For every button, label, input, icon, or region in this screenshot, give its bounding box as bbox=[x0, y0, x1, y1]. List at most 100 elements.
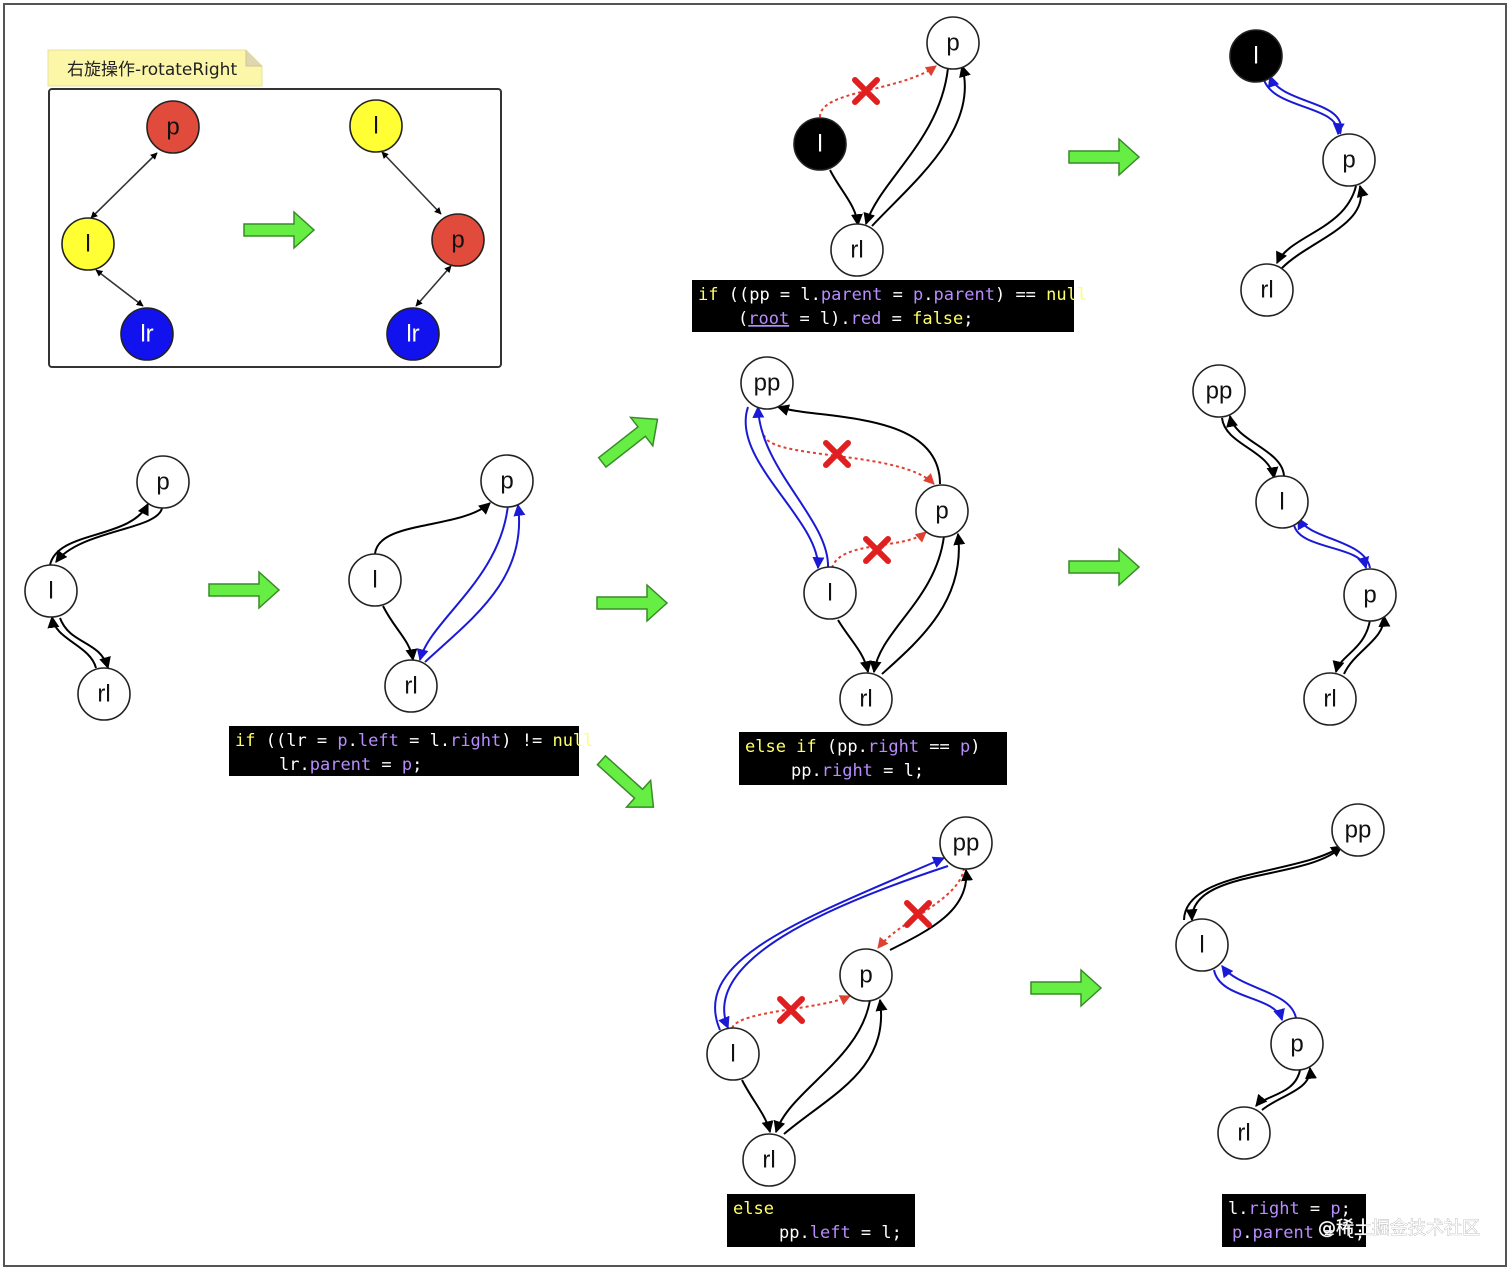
code-token: . bbox=[858, 737, 868, 757]
code-token: == bbox=[919, 737, 960, 757]
node-circle bbox=[1343, 568, 1397, 622]
code-token: right bbox=[822, 761, 873, 781]
node-circle bbox=[1192, 364, 1246, 418]
code-token: = bbox=[851, 1223, 882, 1243]
code-token: = bbox=[882, 285, 913, 305]
code-token: ) bbox=[593, 731, 603, 751]
flow-arrow-down-right-icon bbox=[596, 754, 655, 808]
code-token: p bbox=[1232, 1223, 1242, 1243]
node-circle bbox=[706, 1027, 760, 1081]
code-token: = bbox=[371, 755, 402, 775]
node-label: rl bbox=[1323, 686, 1336, 713]
code-token: . bbox=[299, 755, 309, 775]
node-label: p bbox=[451, 227, 464, 254]
node-m1-rl: rl bbox=[839, 672, 893, 726]
node-label: rl bbox=[859, 686, 872, 713]
node-circle bbox=[1240, 263, 1294, 317]
legend-note-label: 右旋操作-rotateRight bbox=[67, 60, 237, 80]
code-token: lr bbox=[279, 755, 299, 775]
node-circle bbox=[77, 667, 131, 721]
code-line-2: pp.left = l; bbox=[779, 1223, 902, 1243]
flow-arrow-right-icon bbox=[243, 210, 316, 250]
code-token: root bbox=[748, 309, 789, 329]
code-token: p bbox=[337, 731, 347, 751]
node-circle bbox=[1303, 672, 1357, 726]
node-m1-pp: pp bbox=[740, 356, 794, 410]
code-token: . bbox=[799, 1223, 809, 1243]
code-token: null bbox=[552, 731, 593, 751]
node-b2-rl: rl bbox=[1217, 1106, 1271, 1160]
code-token: left bbox=[810, 1223, 851, 1243]
code-token: . bbox=[1242, 1223, 1252, 1243]
node-label: l bbox=[372, 567, 377, 594]
node-label: p bbox=[946, 30, 959, 57]
code-box-background bbox=[692, 280, 1074, 332]
node-t2-p: p bbox=[1322, 133, 1376, 187]
edges-step2 bbox=[374, 502, 526, 663]
code-token: . bbox=[440, 731, 450, 751]
code-box-c1: if ((lr = p.left = l.right) != null)lr.p… bbox=[229, 726, 604, 776]
node-circle bbox=[136, 455, 190, 509]
code-token: ( bbox=[817, 737, 837, 757]
node-label: l bbox=[373, 113, 378, 140]
node-legend2-p: p bbox=[431, 213, 485, 267]
node-circle bbox=[1217, 1106, 1271, 1160]
code-line-2: p.parent = l; bbox=[1232, 1223, 1365, 1243]
node-circle bbox=[431, 213, 485, 267]
node-label: rl bbox=[1260, 277, 1273, 304]
code-token: red bbox=[851, 309, 882, 329]
node-t2-l: l bbox=[1229, 29, 1283, 83]
node-label: rl bbox=[850, 237, 863, 264]
code-token: if bbox=[235, 731, 255, 751]
node-circle bbox=[1331, 803, 1385, 857]
node-label: p bbox=[1342, 147, 1355, 174]
node-label: l bbox=[730, 1041, 735, 1068]
node-s1-rl: rl bbox=[77, 667, 131, 721]
node-b1-pp: pp bbox=[939, 816, 993, 870]
code-line-1: if ((lr = p.left = l.right) != null) bbox=[235, 731, 604, 751]
node-label: l bbox=[817, 131, 822, 158]
node-label: rl bbox=[762, 1147, 775, 1174]
code-token: = bbox=[789, 309, 820, 329]
node-m2-rl: rl bbox=[1303, 672, 1357, 726]
code-token: pp bbox=[749, 285, 769, 305]
node-circle bbox=[793, 117, 847, 171]
code-token: . bbox=[1238, 1199, 1248, 1219]
node-b1-p: p bbox=[839, 948, 893, 1002]
code-token: l bbox=[881, 1223, 891, 1243]
node-label: rl bbox=[1237, 1120, 1250, 1147]
code-token: ; bbox=[892, 1223, 902, 1243]
node-circle bbox=[146, 100, 200, 154]
node-label: l bbox=[48, 578, 53, 605]
code-token: parent bbox=[934, 285, 995, 305]
legend-note: 右旋操作-rotateRight bbox=[47, 49, 263, 87]
code-token: = bbox=[307, 731, 338, 751]
flow-arrow-right-icon bbox=[596, 583, 669, 623]
node-label: l bbox=[1279, 489, 1284, 516]
code-box-c3: else if (pp.right == p)pp.right = l; bbox=[739, 732, 1007, 785]
code-token: parent bbox=[1253, 1223, 1314, 1243]
code-token: = bbox=[770, 285, 801, 305]
code-token: ) != bbox=[501, 731, 552, 751]
cut-mark-icon bbox=[823, 440, 851, 468]
code-token: lr bbox=[286, 731, 306, 751]
code-box-background bbox=[739, 732, 1007, 785]
node-circle bbox=[349, 99, 403, 153]
cut-mark-icon bbox=[777, 996, 805, 1024]
node-label: p bbox=[1290, 1031, 1303, 1058]
cut-mark-icon bbox=[904, 900, 932, 928]
code-token: right bbox=[450, 731, 501, 751]
code-token: pp bbox=[779, 1223, 799, 1243]
node-s2-p: p bbox=[480, 454, 534, 508]
node-circle bbox=[24, 564, 78, 618]
code-token: p bbox=[1330, 1199, 1340, 1219]
cut-mark-icon bbox=[852, 77, 880, 105]
node-circle bbox=[386, 307, 440, 361]
code-token: ; bbox=[963, 309, 973, 329]
node-b2-p: p bbox=[1270, 1017, 1324, 1071]
node-label: l bbox=[827, 580, 832, 607]
flow-arrow-right-icon bbox=[1068, 137, 1141, 177]
code-token: ; bbox=[1341, 1199, 1351, 1219]
cut-mark-icon bbox=[863, 536, 891, 564]
